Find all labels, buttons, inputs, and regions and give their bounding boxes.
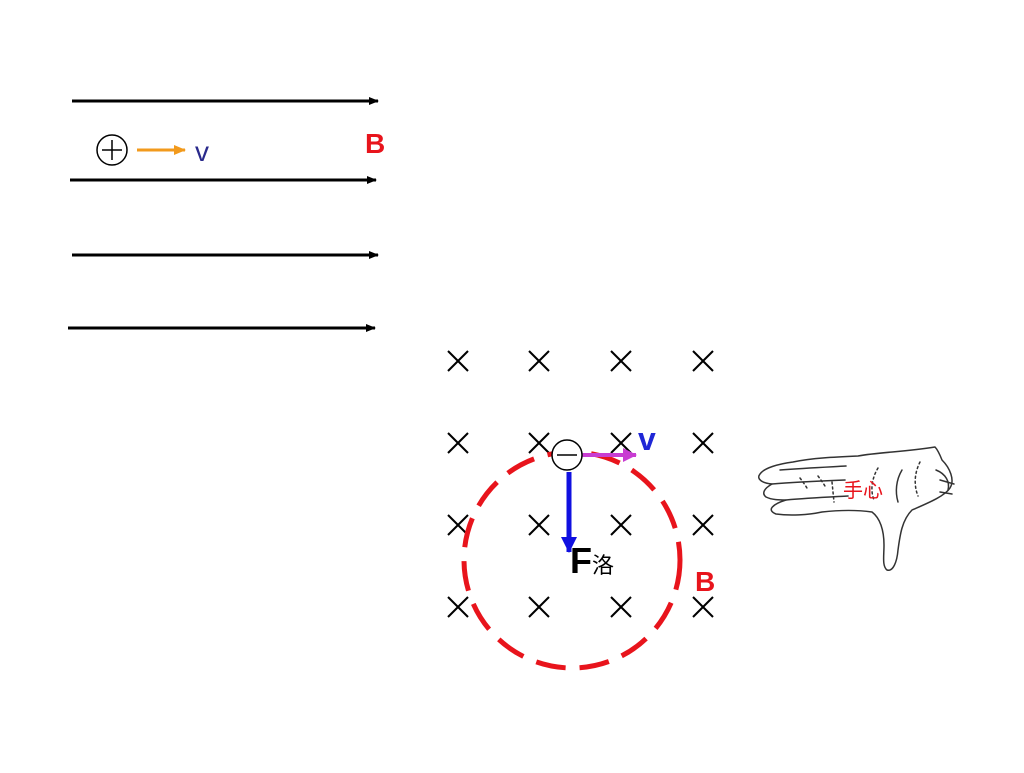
velocity-label-right: v [638,421,656,457]
force-label: F洛 [570,543,614,579]
cross-mark-icon [692,432,714,454]
cross-mark-icon [528,596,550,618]
cross-mark-icon [528,514,550,536]
cross-mark-icon [528,432,550,454]
cross-mark-icon [610,432,632,454]
force-symbol: F [570,540,592,581]
cross-mark-icon [447,514,469,536]
cross-mark-icon [692,350,714,372]
cross-mark-icon [447,432,469,454]
palm-label: 手心 [843,478,883,502]
cross-mark-icon [610,596,632,618]
cross-mark-icon [692,596,714,618]
cross-mark-icon [610,514,632,536]
field-label-left: B [365,128,386,159]
cross-mark-icon [528,350,550,372]
force-subscript: 洛 [592,554,615,579]
velocity-label-left: v [195,136,209,167]
cross-mark-icon [692,514,714,536]
field-label-right: B [695,566,716,597]
cross-mark-icon [447,350,469,372]
field-lines-left [68,97,379,332]
left-hand-icon [758,446,955,571]
cross-mark-icon [447,596,469,618]
negative-charge-icon [551,439,583,471]
cross-mark-icon [610,350,632,372]
positive-charge-icon [96,134,128,166]
